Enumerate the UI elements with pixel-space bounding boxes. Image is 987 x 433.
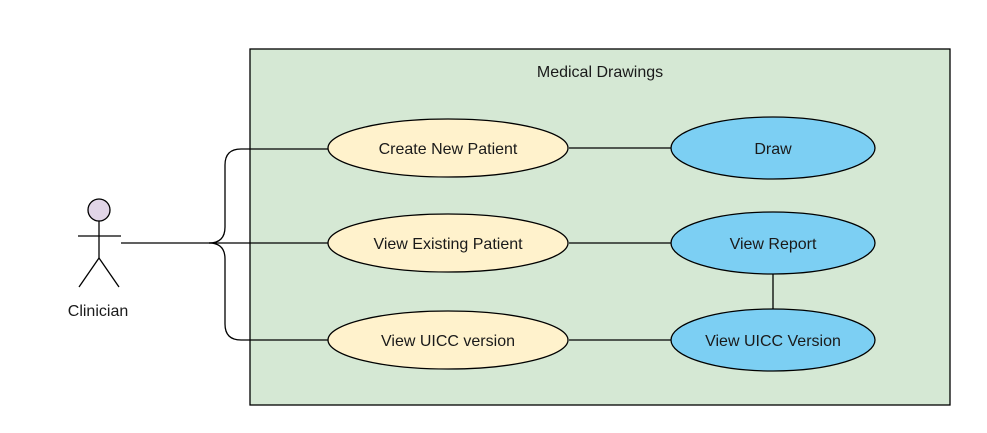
use-case-view-existing-patient[interactable]: View Existing Patient — [327, 213, 569, 273]
use-case-draw[interactable]: Draw — [670, 116, 876, 180]
use-case-label: View Report — [730, 236, 817, 253]
actor-clinician[interactable]: Clinician — [68, 198, 128, 320]
connector-actor-create-patient — [208, 148, 328, 244]
actor-right-leg — [98, 257, 120, 288]
use-case-ellipse — [670, 211, 876, 275]
actor-label: Clinician — [68, 303, 128, 320]
use-case-label: Create New Patient — [379, 141, 518, 158]
actor-head — [87, 198, 111, 222]
use-case-label: View Existing Patient — [373, 236, 523, 253]
use-case-ellipse — [670, 116, 876, 180]
use-case-view-uicc-version[interactable]: View UICC version — [327, 310, 569, 370]
use-case-label: View UICC version — [381, 333, 515, 350]
system-title: Medical Drawings — [537, 64, 663, 81]
use-case-view-report[interactable]: View Report — [670, 211, 876, 275]
use-case-ellipse — [670, 308, 876, 372]
use-case-ellipse — [327, 213, 569, 273]
use-case-ellipse — [327, 118, 569, 178]
use-case-label: View UICC Version — [705, 333, 841, 350]
use-case-create-new-patient[interactable]: Create New Patient — [327, 118, 569, 178]
use-case-view-uicc-version-secondary[interactable]: View UICC Version — [670, 308, 876, 372]
actor-left-leg — [78, 257, 100, 288]
use-case-label: Draw — [754, 141, 792, 158]
use-case-ellipse — [327, 310, 569, 370]
connector-actor-view-uicc — [208, 242, 328, 341]
